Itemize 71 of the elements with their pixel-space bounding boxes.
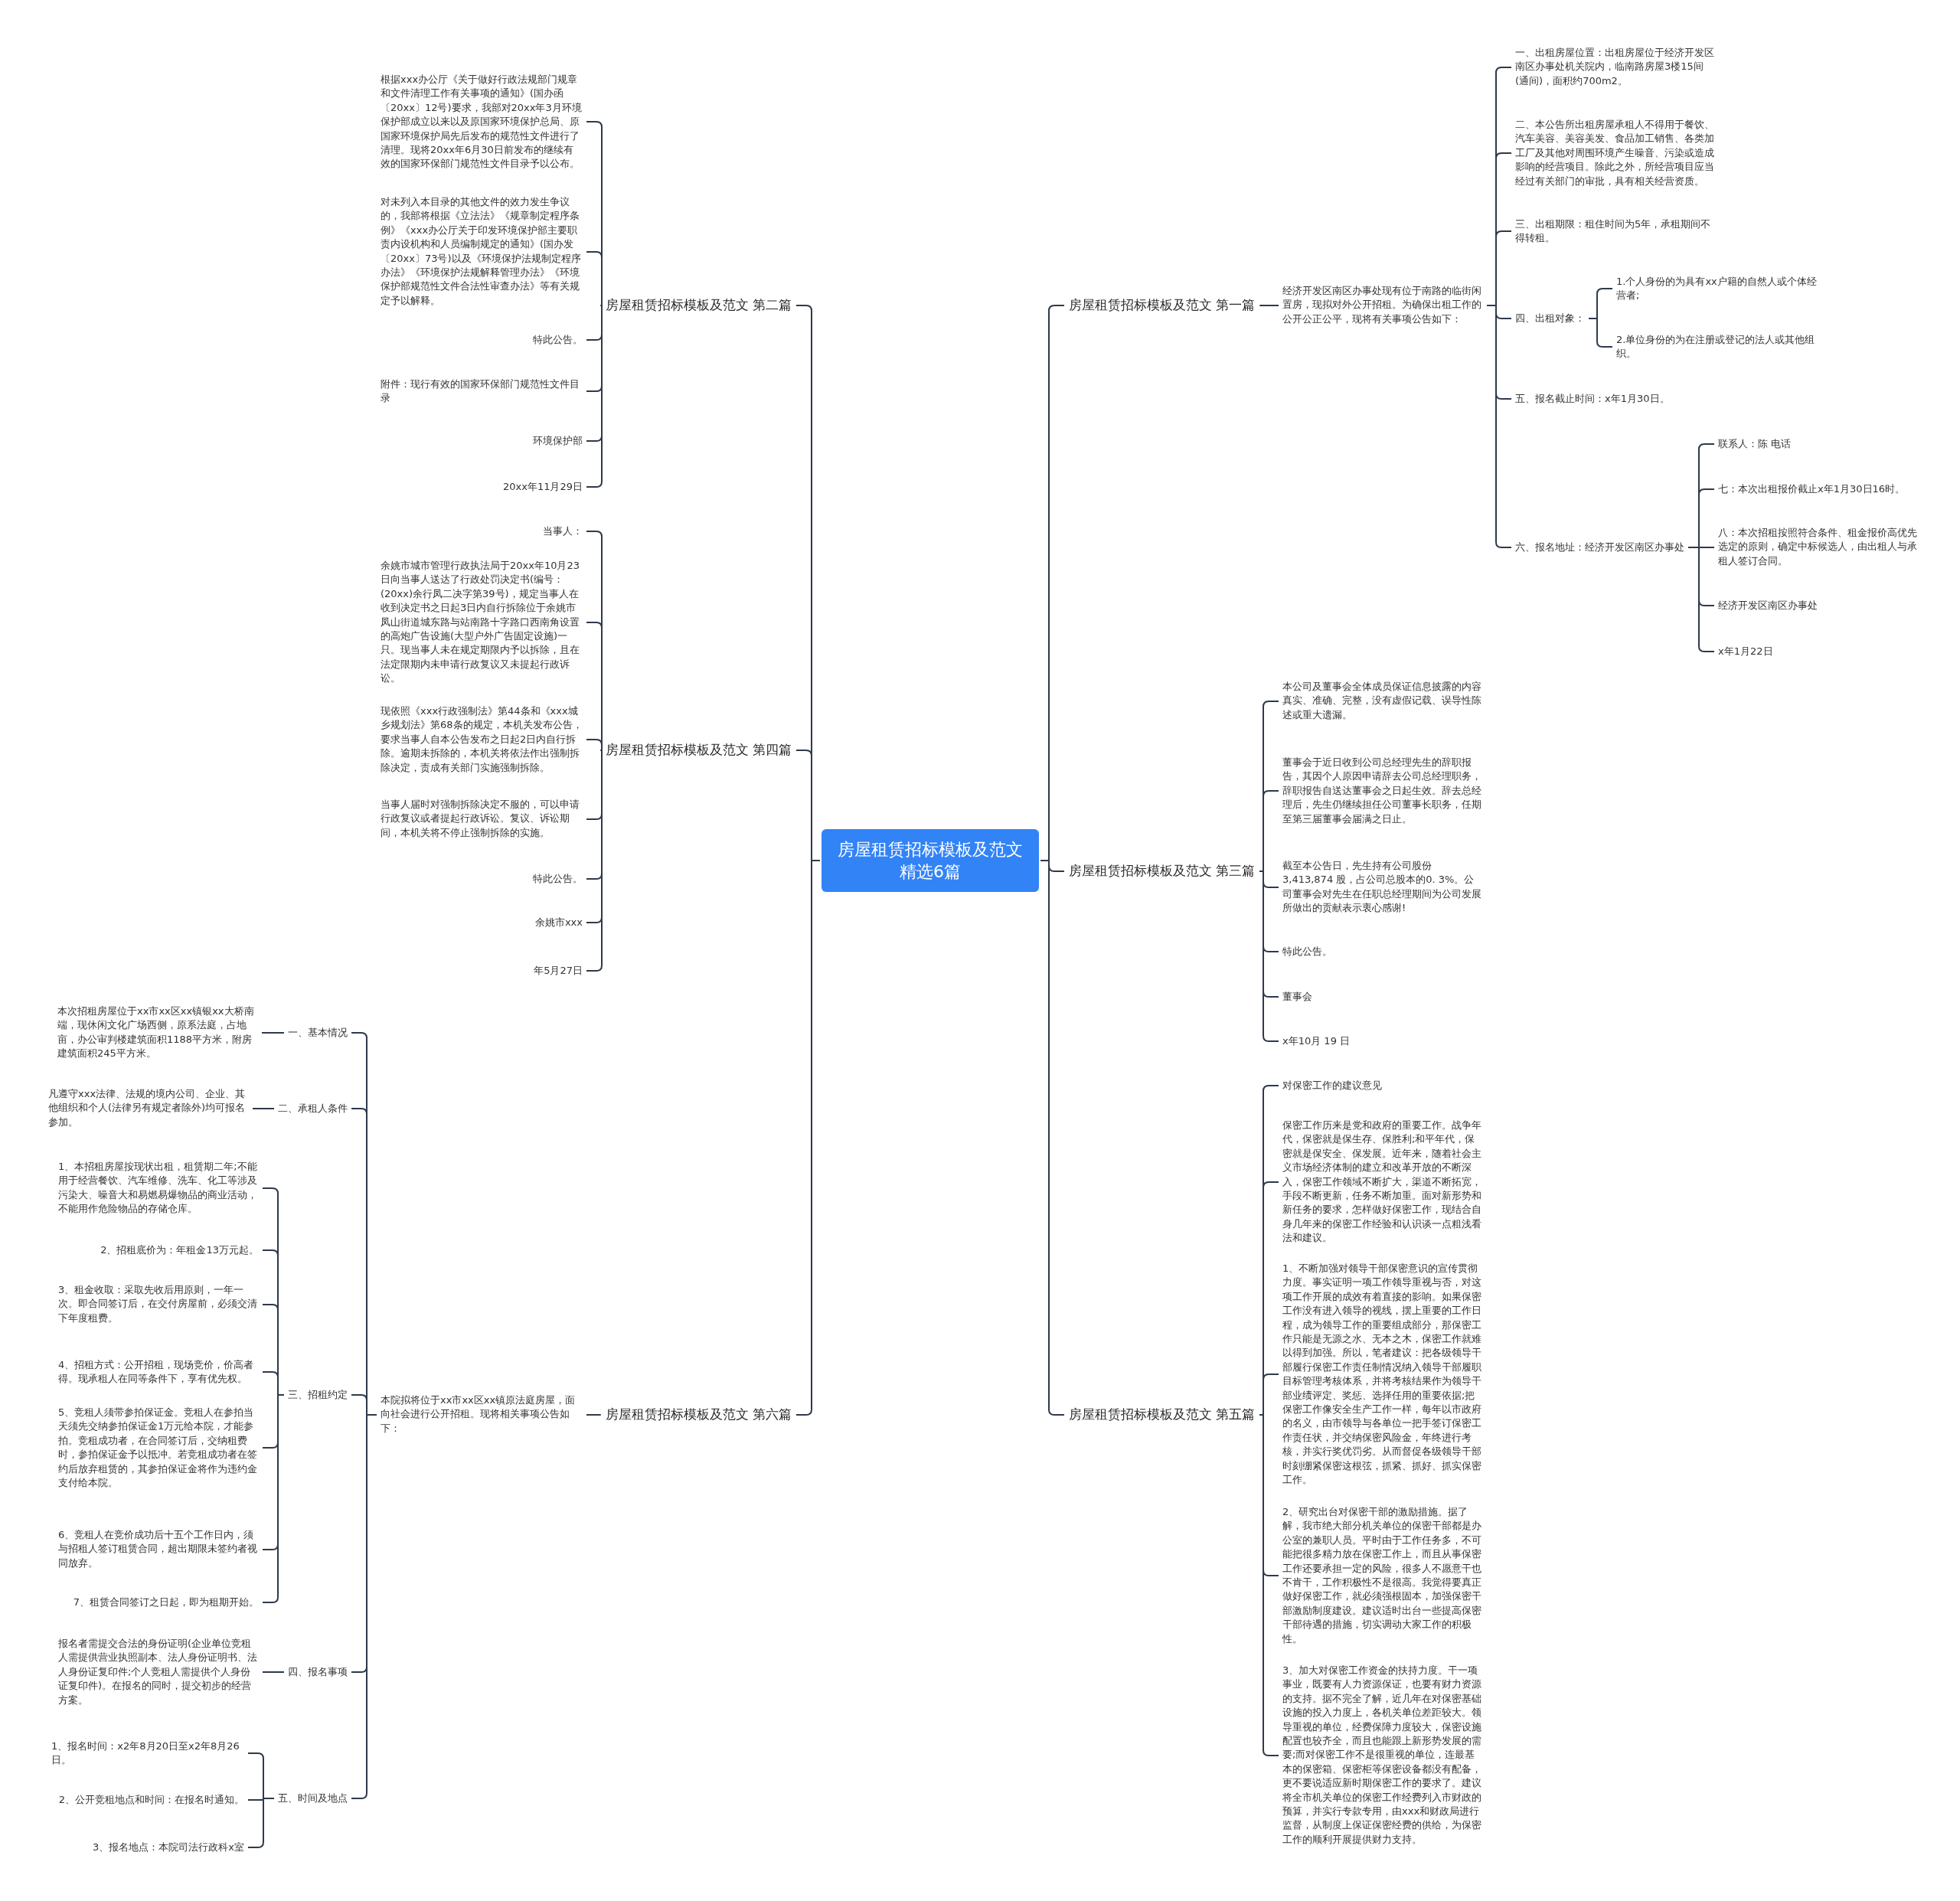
branch-topic-text: 房屋租赁招标模板及范文 第三篇 [1066, 861, 1259, 881]
branch-topic-text: 房屋租赁招标模板及范文 第六篇 [602, 1405, 795, 1425]
subtopic-text: 根据xxx办公厅《关于做好行政法规部门规章和文件清理工作有关事项的通知》(国办函〔20xx〕12号)要求，我部对20xx年3月环境保护部成立以来以及原国家环境保护总局、原国家环境保护局先后发布的规范性文件进行了清理。现将20xx年6月30日前发布的继续有效的国家环保部门规范性文件目录予以公布。 [378, 71, 585, 172]
subtopic-text: 特此公告。 [531, 332, 585, 348]
subtopic-text: 2、招租底价为：年租金13万元起。 [98, 1242, 261, 1259]
subtopic-text: 对保密工作的建议意见 [1280, 1077, 1384, 1094]
subtopic-text: x年1月22日 [1716, 643, 1775, 660]
connector-line [262, 1671, 285, 1673]
subtopic-text: 4、招租方式：公开招租，现场竞价，价高者得。现承租人在同等条件下，享有优先权。 [56, 1357, 261, 1387]
subtopic-text: 二、承租人条件 [276, 1100, 350, 1117]
subtopic-text: 本次招租房屋位于xx市xx区xx镇银xx大桥南端，现休闲文化广场西侧，原系法庭，占地亩，办公审判楼建筑面积1188平方米，附房建筑面积245平方米。 [55, 1004, 260, 1062]
subtopic-text: 对未列入本目录的其他文件的效力发生争议的，我部将根据《立法法》《规章制定程序条例》《xxx办公厅关于印发环境保护部主要职责内设机构和人员编制规定的通知》(国办发〔20xx〕73号)以及《环境保护法规制定程序办法》《环境保护法规解释管理办法》《环境保护部规范性文件合法性审查办法》等有关规定予以解释。 [378, 194, 585, 309]
subtopic-text: 五、时间及地点 [276, 1790, 350, 1807]
connector-line [586, 739, 603, 751]
branch-topic-text: 房屋租赁招标模板及范文 第五篇 [1066, 1405, 1259, 1425]
subtopic-text: 一、出租房屋位置：出租房屋位于经济开发区南区办事处机关院内，临南路房屋3楼15间(通间)，面积约700m2。 [1513, 45, 1718, 90]
subtopic-text: 当事人届时对强制拆除决定不服的，可以申请行政复议或者提起行政诉讼。复议、诉讼期间，本机关将不停止强制拆除的实施。 [378, 797, 585, 841]
subtopic-text: 二、本公告所出租房屋承租人不得用于餐饮、汽车美容、美容美发、食品加工销售、各类加工厂及其他对周围环境产生噪音、污染或造成影响的经营项目。除此之外，所经营项目应当经过有关部门的审批，具有相关经营资质。 [1513, 117, 1718, 189]
subtopic-text: 2、研究出台对保密干部的激励措施。据了解，我市绝大部分机关单位的保密干部都是办公室的兼职人员。平时由于工作任务多，不可能把很多精力放在保密工作上，而且从事保密工作还要承担一定的风险，很多人不愿意干也不肯干，工作积极性不是很高。我觉得要真正做好保密工作，就必须强根固本，加强保密干部激励制度建设。建议适时出台一些提高保密干部待遇的措施，切实调动大家工作的积极性。 [1280, 1504, 1485, 1648]
subtopic-text: 特此公告。 [531, 870, 585, 887]
subtopic-text: 联系人：陈 电话 [1716, 436, 1794, 452]
subtopic-text: 当事人： [541, 523, 585, 540]
subtopic-text: 余姚市城市管理行政执法局于20xx年10月23日向当事人送达了行政处罚决定书(编号：(20xx)余行凤二决字第39号)，规定当事人在收到决定书之日起3日内自行拆除位于余姚市凤山街道城东路与站南路十字路口西南角设置的高炮广告设施(大型户外广告固定设施)一只。现当事人未在规定期限内予以拆除，且在法定限期内未申请行政复议又未提起行政诉讼。 [378, 558, 585, 687]
subtopic-text: 董事会 [1280, 988, 1315, 1005]
subtopic-text: 3、加大对保密工作资金的扶持力度。干一项事业，既要有人力资源保证，也要有财力资源的支持。据不完全了解，近几年在对保密基础设施的投入力度上，各机关单位差距较大。领导重视的单位，经费保障力度较大，保密设施配置也较齐全，而且也能跟上新形势发展的需要;而对保密工作不是很重视的单位，连最基本的保密箱、保密柜等保密设备都没有配备，更不要说适应新时期保密工作的要求了。建议将全市机关单位的保密工作经费列入市财政的预算，并实行专款专用，由xxx和财政局进行监督，从制度上保证保密经费的供给，为保密工作的顺利开展提供财力支持。 [1280, 1663, 1485, 1848]
subtopic-text: 5、竞租人须带参拍保证金。竞租人在参拍当天须先交纳参拍保证金1万元给本院，才能参拍。竞租成功者，在合同签订后，交纳租费时，参拍保证金予以抵冲。若竞租成功者在签约后放弃租赁的，其参拍保证金将作为违约金支付给本院。 [56, 1404, 261, 1491]
subtopic-text: 1、不断加强对领导干部保密意识的宣传贯彻力度。事实证明一项工作领导重视与否，对这项工作开展的成效有着直接的影响。如果保密工作没有进入领导的视线，摆上重要的工作日程，成为领导工作的重要组成部分，那保密工作只能是无源之水、无本之木，保密工作就难以得到加强。所以，笔者建议：把各级领导干部履行保密工作责任制情况纳入领导干部履职目标管理考核体系，并将考核结果作为领导干部业绩评定、奖惩、选择任用的重要依据;把保密工作像安全生产工作一样，每年以市政府的名义，由市领导与各单位一把手签订保密工作责任状，并交纳保密风险金，年终进行考核，并实行奖优罚劣。从而督促各级领导干部时刻绷紧保密这根弦，抓紧、抓好、抓实保密工作。 [1280, 1260, 1485, 1488]
subtopic-text: 2.单位身份的为在注册或登记的法人或其他组织。 [1614, 332, 1819, 362]
subtopic-text: 现依照《xxx行政强制法》第44条和《xxx城乡规划法》第68条的规定，本机关发布公告，要求当事人自本公告发布之日起2日内自行拆除。逾期未拆除的，本机关将依法作出强制拆除决定，责成有关部门实施强制拆除。 [378, 704, 585, 776]
subtopic-text: 附件：现行有效的国家环保部门规范性文件目录 [378, 376, 585, 407]
connector-line [252, 1108, 275, 1109]
central-topic-box: 房屋租赁招标模板及范文精选6篇 [822, 829, 1039, 892]
subtopic-text: 截至本公告日，先生持有公司股份 3,413,874 股，占公司总股本的0. 3%。公司董事会对先生在任职总经理期间为公司发展所做出的贡献表示衷心感谢! [1280, 858, 1485, 916]
subtopic-text: 余姚市xxx [532, 914, 585, 931]
subtopic-text: 1、报名时间：x2年8月20日至x2年8月26日。 [49, 1738, 247, 1769]
subtopic-text: 7、租赁合同签订之日起，即为租期开始。 [70, 1594, 261, 1611]
connector-line [586, 251, 603, 306]
branch-topic-text: 房屋租赁招标模板及范文 第二篇 [602, 296, 795, 315]
subtopic-text: 特此公告。 [1280, 943, 1334, 960]
subtopic-text: 经济开发区南区办事处现有位于南路的临街闲置房，现拟对外公开招租。为确保出租工作的公开公正公平，现将有关事项公告如下： [1280, 283, 1485, 328]
subtopic-text: 经济开发区南区办事处 [1716, 597, 1820, 614]
branch-topic-text: 房屋租赁招标模板及范文 第四篇 [602, 740, 795, 760]
connector-line [586, 1414, 602, 1416]
subtopic-text: 1.个人身份的为具有xx户籍的自然人或个体经营者; [1614, 273, 1819, 304]
subtopic-text: 保密工作历来是党和政府的重要工作。战争年代，保密就是保生存、保胜利;和平年代，保密就是保安全、保发展。近年来，随着社会主义市场经济体制的建立和改革开放的不断深入，保密工作领域不断扩大，渠道不断拓宽，手段不断更新，任务不断加重。面对新形势和新任务的要求，怎样做好保密工作，现结合自身几年来的保密工作经验和认识谈一点粗浅看法和建议。 [1280, 1118, 1485, 1246]
subtopic-text: 年5月27日 [531, 962, 585, 979]
subtopic-text: 报名者需提交合法的身份证明(企业单位竞租人需提供营业执照副本、法人身份证明书、法人身份证复印件;个人竞租人需提供个人身份证复印件)。在报名的同时，提交初步的经营方案。 [56, 1636, 261, 1708]
subtopic-text: 四、报名事项 [286, 1664, 350, 1681]
subtopic-text: 本公司及董事会全体成员保证信息披露的内容真实、准确、完整，没有虚假记载、误导性陈述或重大遗漏。 [1280, 679, 1485, 723]
subtopic-text: 2、公开竞租地点和时间：在报名时通知。 [56, 1792, 247, 1808]
branch-topic-text: 房屋租赁招标模板及范文 第一篇 [1066, 296, 1259, 315]
subtopic-text: 1、本招租房屋按现状出租，租赁期二年;不能用于经营餐饮、汽车维修、洗车、化工等涉及污染大、噪音大和易燃易爆物品的商业活动，不能用作危险物品的存储仓库。 [56, 1159, 261, 1217]
subtopic-text: 3、租金收取：采取先收后用原则，一年一次。即合同签订后，在交付房屋前，必须交清下年度租费。 [56, 1282, 261, 1327]
subtopic-text: 三、招租约定 [286, 1387, 350, 1403]
subtopic-text: 凡遵守xxx法律、法规的境内公司、企业、其他组织和个人(法律另有规定者除外)均可报名参加。 [46, 1086, 251, 1131]
subtopic-text: 6、竞租人在竞价成功后十五个工作日内，须与招租人签订租赁合同，超出期限未签约者视同放弃。 [56, 1527, 261, 1572]
subtopic-text: 3、报名地点：本院司法行政科x室 [90, 1839, 247, 1856]
subtopic-text: 八：本次招租按照符合条件、租金报价高优先选定的原则，确定中标候选人，由出租人与承租人签订合同。 [1716, 525, 1921, 570]
subtopic-text: 五、报名截止时间：x年1月30日。 [1513, 390, 1672, 407]
subtopic-text: 董事会于近日收到公司总经理先生的辞职报告，其因个人原因申请辞去公司总经理职务，辞职报告自送达董事会之日起生效。辞去总经理后，先生仍继续担任公司董事长职务，任期至第三届董事会届满之日止。 [1280, 755, 1485, 827]
subtopic-text: 一、基本情况 [286, 1024, 350, 1041]
subtopic-text: 环境保护部 [531, 433, 585, 449]
subtopic-text: 六、报名地址：经济开发区南区办事处 [1513, 539, 1687, 556]
connector-line [261, 1032, 285, 1034]
subtopic-text: 20xx年11月29日 [501, 479, 585, 495]
subtopic-text: 七：本次出租报价截止x年1月30日16时。 [1716, 481, 1908, 498]
subtopic-text: 本院拟将位于xx市xx区xx镇原法庭房屋，面向社会进行公开招租。现将相关事项公告如下： [378, 1393, 585, 1437]
subtopic-text: 四、出租对象： [1513, 310, 1587, 327]
connector-line [1259, 305, 1279, 306]
subtopic-text: x年10月 19 日 [1280, 1033, 1353, 1050]
subtopic-text: 三、出租期限：租住时间为5年，承租期间不得转租。 [1513, 216, 1718, 247]
